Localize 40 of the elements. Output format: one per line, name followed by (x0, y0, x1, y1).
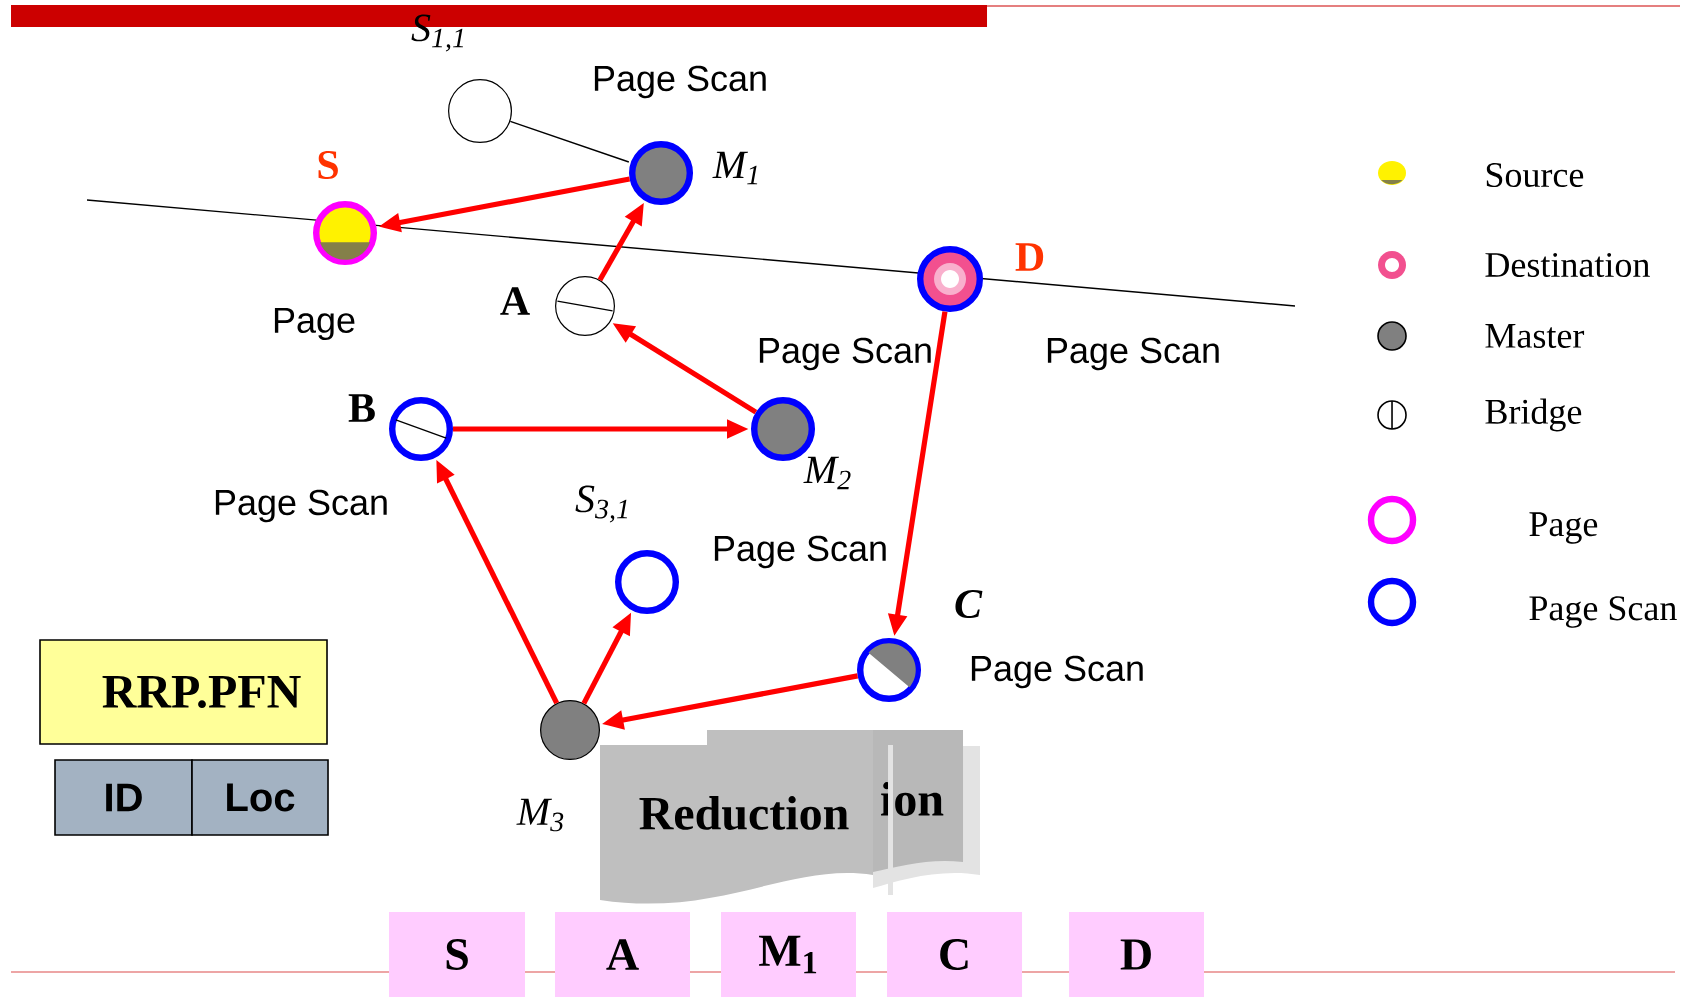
tag-box: D (1069, 912, 1204, 997)
node-label: B (348, 394, 375, 422)
node-label: D (1015, 243, 1044, 271)
tag-box: S (389, 912, 525, 997)
role-label: Page Scan (971, 655, 1143, 689)
node-label: A (500, 287, 530, 315)
legend-label: Source (1486, 162, 1584, 188)
node-label: S$_{3,1}$ (575, 485, 627, 523)
node-label: M$_{3}$ (516, 798, 564, 832)
field-cell: ID (54, 759, 193, 836)
node-label: M$_{2}$ (803, 456, 851, 490)
node-label: M$_{1}$ (712, 151, 758, 185)
label-box: RRP.PFN (39, 639, 328, 745)
role-label: Page Scan (594, 65, 766, 99)
field-cell: Loc (191, 759, 329, 836)
connector-line (509, 120, 630, 163)
legend-label: Destination (1485, 252, 1650, 278)
circle-marker (917, 246, 983, 312)
circle-marker (389, 397, 453, 461)
circle-marker (629, 141, 694, 205)
legend-label: Page (1529, 512, 1598, 544)
tag-box: A (555, 912, 690, 997)
node-label: C (955, 589, 983, 619)
legend-label: Page Scan (1529, 596, 1677, 628)
role-label: Page Scan (714, 535, 886, 569)
circle-marker (555, 276, 615, 336)
circle-marker (615, 550, 679, 614)
role-label: Page Scan (1047, 337, 1219, 371)
tag-box: C (887, 912, 1022, 997)
circle-marker (313, 201, 377, 265)
circle-marker (540, 700, 600, 760)
circle-marker (857, 638, 922, 702)
node-label: S (318, 150, 338, 180)
tag-box: M$_{1}$ (721, 912, 856, 997)
legend-label: Bridge (1485, 398, 1582, 432)
circle-marker (448, 79, 512, 143)
legend-label: Master (1485, 324, 1585, 348)
role-label: Page Scan (759, 337, 931, 371)
role-label: Page Scan (215, 489, 387, 523)
role-label: Page (274, 307, 355, 341)
